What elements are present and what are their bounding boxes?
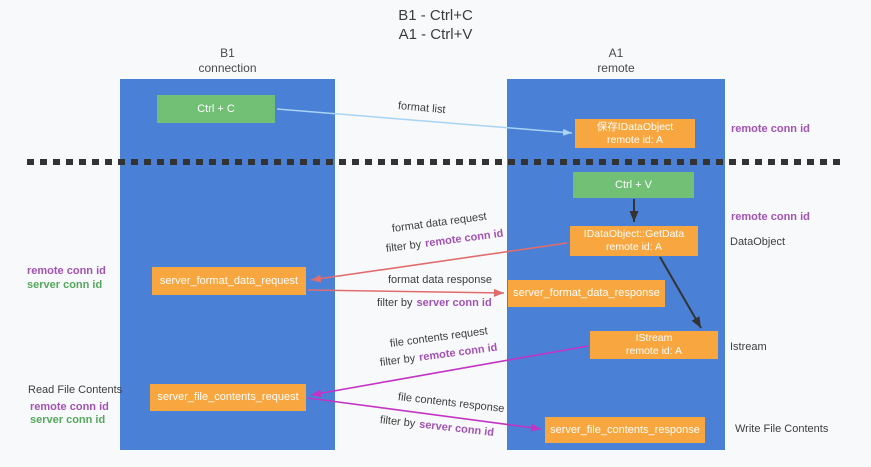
annotation-istream: Istream [730,341,767,353]
annotation-remote-conn-id-mid: remote conn id [731,211,810,223]
node-server-format-data-response-label: server_format_data_response [513,287,660,299]
session-divider-dashed-line [27,159,845,165]
filter-by-text: filter by [377,297,413,309]
node-server-file-contents-request: server_file_contents_request [150,384,306,411]
column-header-b1: B1 connection [120,46,335,76]
arrow-format-data-response [307,288,505,297]
node-server-file-contents-response-label: server_file_contents_response [550,423,700,436]
filter-server-conn-id: server conn id [418,418,495,439]
node-server-file-contents-response: server_file_contents_response [545,417,705,443]
column-header-a1: A1 remote [507,46,725,76]
column-a1-name: A1 [608,46,624,60]
filter-by-text: filter by [379,414,416,430]
node-getdata-line1: IDataObject::GetData [583,228,685,240]
node-save-idataobject-line1: 保存IDataObject [596,120,674,133]
annotation-read-file-contents: Read File Contents [28,384,123,396]
node-ctrl-v: Ctrl + V [573,172,694,198]
node-getdata-line2: remote id: A [605,241,663,253]
node-server-format-data-request: server_format_data_request [152,267,306,295]
annotation-write-file-contents: Write File Contents [735,423,829,435]
column-a1-role: remote [597,61,635,75]
filter-remote-conn-id: remote conn id [424,227,505,250]
node-save-idataobject: 保存IDataObject remote id: A [575,119,695,148]
annotation-remote-conn-id-left-2: remote conn id [30,401,109,413]
title-line-1: B1 - Ctrl+C [398,7,473,24]
node-istream-line2: remote id: A [625,345,683,357]
filter-server-conn-id: server conn id [416,297,492,309]
label-format-data-response: format data response [388,274,492,286]
annotation-server-conn-id-left-1: server conn id [27,279,103,291]
column-b1-name: B1 [220,46,235,60]
label-file-contents-response: file contents response [397,391,506,416]
filter-remote-conn-id: remote conn id [418,341,499,364]
node-server-format-data-request-label: server_format_data_request [159,274,299,287]
title-line-2: A1 - Ctrl+V [398,26,473,43]
node-server-file-contents-request-label: server_file_contents_request [157,391,299,403]
node-istream-line1: IStream [635,332,673,344]
filter-by-text: filter by [385,238,422,255]
node-ctrl-v-label: Ctrl + V [615,178,652,191]
annotation-remote-conn-id-top: remote conn id [731,123,810,135]
annotation-server-conn-id-left-2: server conn id [30,414,106,426]
node-idataobject-getdata: IDataObject::GetData remote id: A [570,226,698,256]
annotation-remote-conn-id-left-1: remote conn id [27,265,106,277]
annotation-dataobject: DataObject [730,236,786,248]
node-server-format-data-response: server_format_data_response [508,280,665,307]
diagram-title: B1 - Ctrl+C A1 - Ctrl+V [0,6,871,44]
node-save-idataobject-line2: remote id: A [606,133,664,146]
label-format-list: format list [397,100,447,117]
node-istream: IStream remote id: A [590,331,718,359]
node-ctrl-c: Ctrl + C [157,95,275,123]
filter-by-text: filter by [379,352,416,369]
column-b1-role: connection [198,61,257,75]
node-ctrl-c-label: Ctrl + C [197,102,235,115]
